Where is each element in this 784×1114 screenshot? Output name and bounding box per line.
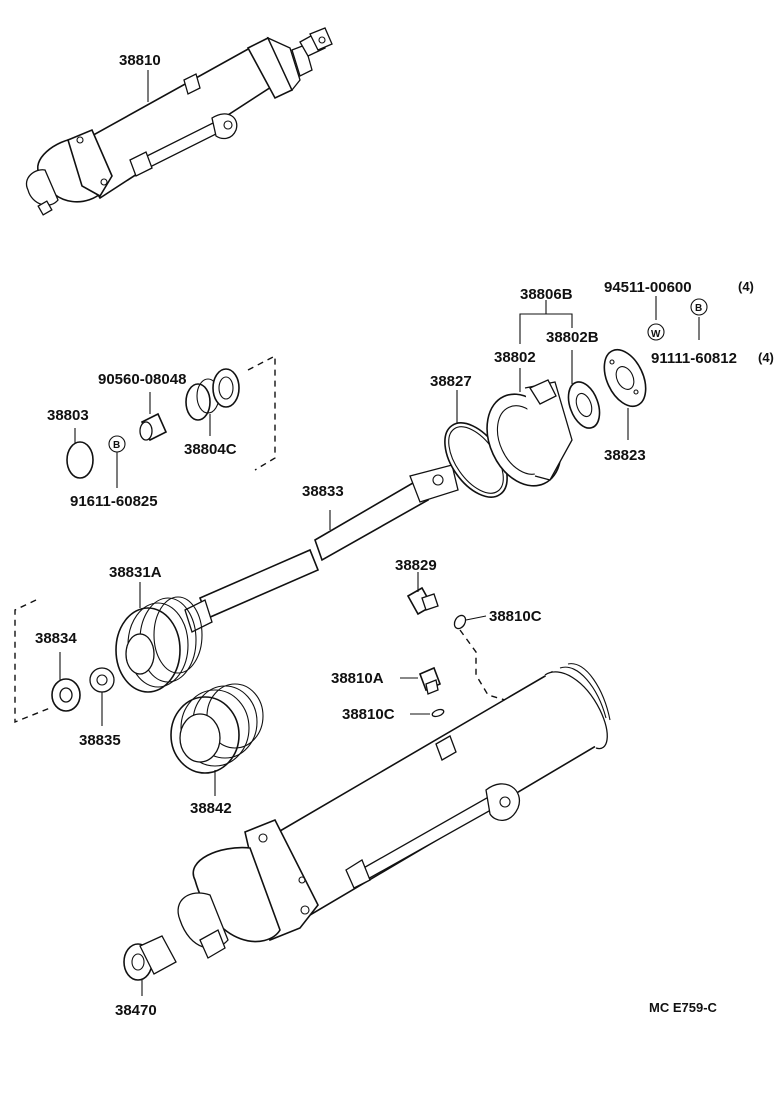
label-38833: 38833: [302, 483, 344, 500]
part-38802B: [567, 350, 601, 429]
label-38804C: 38804C: [184, 441, 237, 458]
part-38803: [66, 428, 94, 479]
label-38810A: 38810A: [331, 670, 384, 687]
part-38804C: [185, 368, 240, 436]
label-38810C-upper: 38810C: [489, 608, 542, 625]
label-91611-60825: 91611-60825: [70, 493, 158, 510]
part-38802: [486, 368, 573, 487]
part-38834: [51, 652, 81, 712]
group-bracket-38834: [14, 599, 51, 724]
label-38829: 38829: [395, 557, 437, 574]
part-90560-08048: [139, 392, 168, 442]
part-38835: [89, 667, 115, 726]
part-38831A: [115, 582, 203, 693]
diagram-code: MC E759-C: [649, 1000, 718, 1015]
label-38802B: 38802B: [546, 329, 599, 346]
label-38842: 38842: [190, 800, 232, 817]
label-38823: 38823: [604, 447, 646, 464]
label-91111-60812: 91111-60812: [651, 350, 737, 367]
label-38827: 38827: [430, 373, 472, 390]
label-38802: 38802: [494, 349, 536, 366]
shaft-38833: [184, 464, 459, 633]
label-94511-00600: 94511-00600: [604, 279, 692, 296]
label-38803: 38803: [47, 407, 89, 424]
part-38810C-lower: [410, 708, 445, 718]
group-bracket-38804C: [247, 354, 276, 471]
b-marker-right: [690, 298, 708, 316]
label-38470: 38470: [115, 1002, 157, 1019]
label-38835: 38835: [79, 732, 121, 749]
part-38810A: [400, 666, 442, 695]
label-38806B: 38806B: [520, 286, 573, 303]
part-38470: [123, 935, 177, 996]
label-91111-qty: (4): [758, 350, 774, 365]
w-marker-letter: W: [651, 329, 661, 340]
label-38834: 38834: [35, 630, 77, 647]
housing-assembly: [177, 663, 611, 959]
label-90560-08048: 90560-08048: [98, 371, 186, 388]
part-38823: [603, 348, 647, 440]
b-marker-right-letter: B: [695, 303, 702, 314]
label-38810C-lower: 38810C: [342, 706, 395, 723]
label-38831A: 38831A: [109, 564, 162, 581]
part-38810C-upper: [453, 614, 506, 701]
w-marker: [647, 323, 665, 341]
label-38810: 38810: [119, 52, 161, 69]
label-94511-qty: (4): [738, 279, 754, 294]
part-38829: [406, 572, 439, 616]
b-marker-left-letter: B: [113, 440, 120, 451]
part-38842: [170, 683, 264, 796]
assembly-38810: [25, 27, 333, 216]
